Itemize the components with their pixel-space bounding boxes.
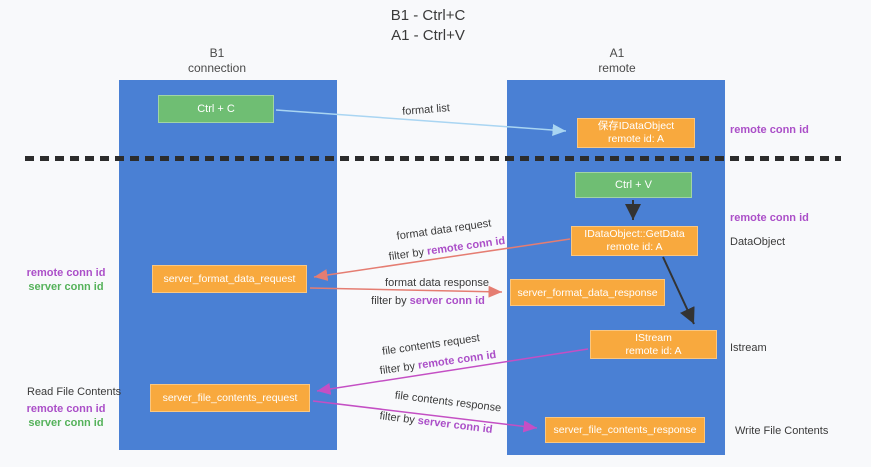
session-divider-dashed-line xyxy=(25,156,841,161)
box-save-dataobject: 保存IDataObject remote id: A xyxy=(577,118,695,148)
filter-by-prefix: filter by xyxy=(371,295,410,307)
remote-conn-id-label: remote conn id xyxy=(26,267,106,279)
box-server-file-contents-request: server_file_contents_request xyxy=(150,384,310,412)
label-remote-conn-id-right-2: remote conn id xyxy=(730,212,809,224)
box-istream: IStream remote id: A xyxy=(590,330,717,359)
column-b1-subtitle: connection xyxy=(187,61,247,75)
arrow-getdata-to-istream xyxy=(662,256,695,325)
column-a1-subtitle: remote xyxy=(598,61,636,75)
box-ctrl-c-label: Ctrl + C xyxy=(197,103,235,115)
box-istream-line1: IStream xyxy=(635,331,672,344)
box-server-format-data-request: server_format_data_request xyxy=(152,265,307,293)
remote-conn-id-label: remote conn id xyxy=(26,403,106,415)
column-header-b1: B1 connection xyxy=(119,46,315,76)
box-getdata-line2: remote id: A xyxy=(606,241,663,253)
arrow-file-contents-request xyxy=(316,348,589,395)
title-line-2: A1 - Ctrl+V xyxy=(391,27,465,44)
box-ctrl-v-label: Ctrl + V xyxy=(615,179,652,191)
label-format-data-response: format data response xyxy=(385,277,489,289)
box-save-dataobject-line2: remote id: A xyxy=(607,133,665,145)
diagram-title: B1 - Ctrl+C A1 - Ctrl+V xyxy=(0,6,856,46)
column-b1-name: B1 xyxy=(209,46,225,60)
label-dataobject: DataObject xyxy=(730,236,786,248)
server-conn-id-highlight: server conn id xyxy=(409,295,485,307)
label-write-file-contents: Write File Contents xyxy=(735,425,829,437)
arrow-file-contents-response xyxy=(312,400,538,433)
server-conn-id-label: server conn id xyxy=(28,281,104,293)
box-server-format-data-response: server_format_data_response xyxy=(510,279,665,306)
box-save-dataobject-line1: 保存IDataObject xyxy=(597,120,675,132)
box-server-file-contents-response: server_file_contents_response xyxy=(545,417,705,443)
box-getdata-line1: IDataObject::GetData xyxy=(584,228,685,240)
label-read-file-contents: Read File Contents xyxy=(27,386,122,398)
column-header-a1: A1 remote xyxy=(507,46,727,76)
label-filter-server-1: filter by server conn id xyxy=(371,295,485,307)
label-istream: Istream xyxy=(730,342,767,354)
label-remote-conn-id-right-1: remote conn id xyxy=(730,124,809,136)
arrow-format-data-response xyxy=(309,285,503,298)
box-ctrl-c: Ctrl + C xyxy=(158,95,274,123)
box-format-request-label: server_format_data_request xyxy=(163,273,296,285)
box-file-request-label: server_file_contents_request xyxy=(162,392,298,404)
box-ctrl-v: Ctrl + V xyxy=(575,172,692,198)
server-conn-id-label: server conn id xyxy=(28,417,104,429)
arrow-format-list xyxy=(275,109,567,137)
label-conn-ids-left-2: remote conn id server conn id xyxy=(20,402,112,430)
box-istream-line2: remote id: A xyxy=(625,344,682,357)
box-format-response-label: server_format_data_response xyxy=(517,286,658,299)
column-a1-name: A1 xyxy=(609,46,625,60)
box-idataobject-getdata: IDataObject::GetData remote id: A xyxy=(571,226,698,256)
label-conn-ids-left-1: remote conn id server conn id xyxy=(20,266,112,294)
arrow-format-data-request xyxy=(313,238,571,281)
title-line-1: B1 - Ctrl+C xyxy=(390,7,466,24)
box-file-response-label: server_file_contents_response xyxy=(553,424,697,436)
